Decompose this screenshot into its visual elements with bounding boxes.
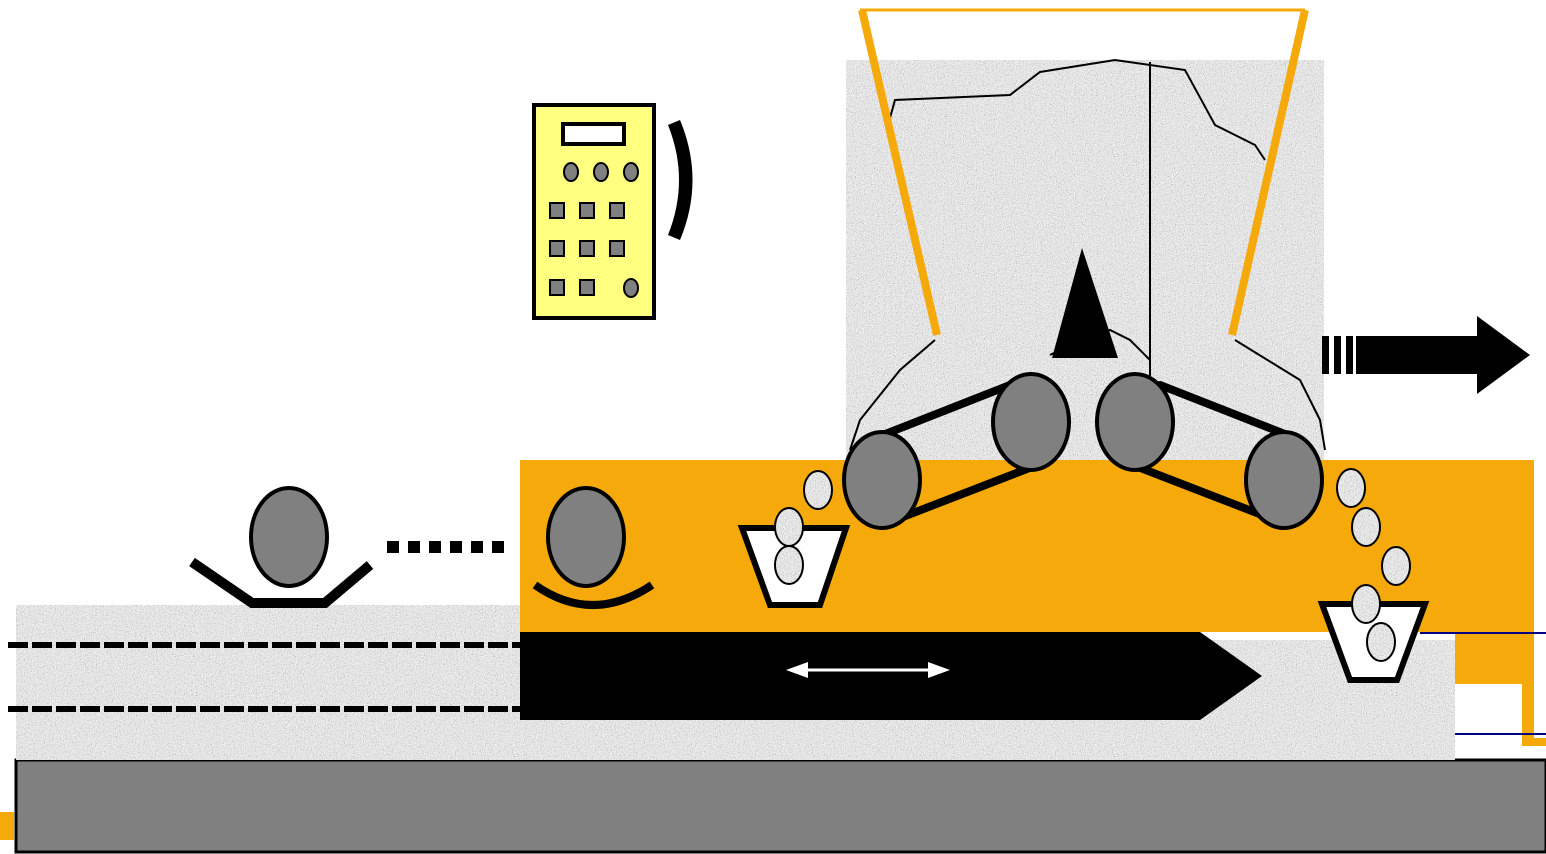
hopper-right-wall xyxy=(1228,9,1309,336)
ground-edge-mark xyxy=(0,812,14,840)
arrow-stripe xyxy=(1322,336,1329,374)
machine-body-right-lower xyxy=(1455,632,1534,684)
gravel-grain xyxy=(1366,622,1396,662)
gravel-grain xyxy=(1381,546,1411,586)
remote-control-icon xyxy=(532,103,656,320)
wheel-right xyxy=(546,486,626,588)
machine-right-foot xyxy=(1522,738,1546,746)
handset-icon xyxy=(668,120,693,240)
roller xyxy=(842,430,922,530)
gravel-grain xyxy=(1351,507,1381,547)
hopper-left-wall xyxy=(858,9,941,336)
divider-cone-icon xyxy=(1052,248,1118,358)
gravel-grain xyxy=(1336,468,1366,508)
gravel-grain xyxy=(774,507,804,547)
gravel-grain xyxy=(1351,584,1381,624)
double-headed-arrow-icon xyxy=(786,662,950,678)
right-arrow-icon xyxy=(1356,316,1530,394)
arrow-stripe xyxy=(1334,336,1341,374)
gravel-grain xyxy=(803,470,833,510)
screed-plate-right xyxy=(532,581,655,609)
arrow-stripe xyxy=(1346,336,1353,374)
sliding-beam xyxy=(520,632,1262,720)
wheel-left xyxy=(249,486,329,588)
gravel-under-hopper-right xyxy=(1365,682,1455,760)
screed-plate-left xyxy=(189,557,374,608)
roller xyxy=(1095,372,1175,472)
gravel-grain xyxy=(774,545,804,585)
roller xyxy=(1244,430,1324,530)
roller xyxy=(991,372,1071,472)
gravel-outline xyxy=(849,58,1326,451)
machine-right-leg xyxy=(1522,632,1534,746)
ground-slab xyxy=(14,758,1546,854)
